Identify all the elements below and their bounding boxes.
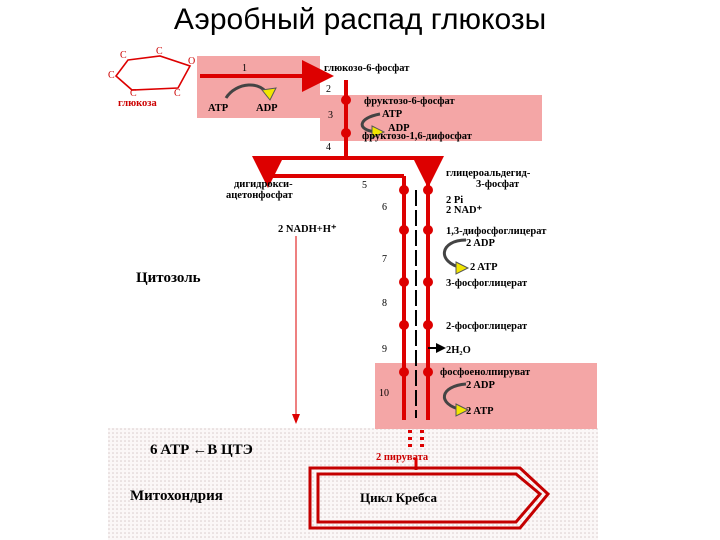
glucose-atom: C — [130, 88, 137, 99]
nadh-arrow-head — [292, 414, 300, 424]
step-number: 7 — [382, 254, 387, 265]
mitochondria-label: Митохондрия — [130, 488, 223, 504]
compound-dhap-line2: ацетонфосфат — [226, 190, 294, 201]
compound-bpg: 1,3-дифосфоглицерат — [446, 226, 547, 237]
krebs-cycle-inner — [316, 472, 543, 524]
step-number: 8 — [382, 298, 387, 309]
step3-highlight-box — [320, 95, 542, 141]
compound-f6p: фруктозо-6-фосфат — [364, 96, 455, 107]
nadh-label: 2 NADH+H⁺ — [278, 224, 337, 235]
glucose-label: глюкоза — [118, 98, 158, 109]
nad-label: 2 NAD⁺ — [446, 205, 483, 216]
compound-f16bp: фруктозо-1,6-дифосфат — [362, 131, 473, 142]
glucose-atom: O — [188, 56, 195, 67]
step10-highlight-box — [375, 363, 597, 429]
pathway-arrows — [200, 60, 444, 420]
pyruvate-entry-arrows — [408, 430, 424, 447]
step10-atp-label: 2 ATP — [466, 406, 494, 417]
atp-yield-label: 6 ATP ←В ЦТЭ — [150, 442, 253, 458]
pi-label: 2 Pi — [446, 195, 463, 206]
compound-3pg: 3-фосфоглицерат — [446, 278, 528, 289]
glucose-atom: C — [120, 50, 127, 61]
compound-pyruvate: 2 пирувата — [376, 452, 429, 463]
glucose-structure-icon: C C O C C C — [108, 46, 195, 99]
cofactor-arrows — [224, 83, 470, 417]
step3-adp-label: ADP — [388, 123, 410, 134]
step7-atp-label: 2 ATP — [470, 262, 498, 273]
water-label: 2H₂O — [446, 345, 471, 356]
compound-g6p: глюкозо-6-фосфат — [324, 63, 410, 74]
slide-title: Аэробный распад глюкозы — [173, 3, 547, 36]
krebs-cycle-label: Цикл Кребса — [360, 490, 437, 505]
krebs-cycle-shape — [308, 466, 551, 530]
step-number: 9 — [382, 344, 387, 355]
compound-gap-line1: глицероальдегид- — [446, 168, 531, 179]
step-number: 4 — [326, 142, 331, 153]
step10-adp-label: 2 ADP — [466, 380, 495, 391]
compound-pep: фосфоенолпируват — [440, 367, 531, 378]
step7-adp-label: 2 ADP — [466, 238, 495, 249]
compound-2pg: 2-фосфоглицерат — [446, 321, 528, 332]
pathway-nodes — [341, 95, 433, 377]
step-number: 1 — [242, 63, 247, 74]
step-number: 6 — [382, 202, 387, 213]
step-number: 2 — [326, 84, 331, 95]
glucose-atom: C — [156, 46, 163, 57]
step1-adp-label: ADP — [256, 103, 278, 114]
step-number: 10 — [379, 388, 389, 399]
step-number: 3 — [328, 110, 333, 121]
compound-gap-line2: 3-фосфат — [476, 179, 520, 190]
compound-dhap-line1: дигидрокси- — [234, 179, 293, 190]
cytosol-label: Цитозоль — [136, 270, 201, 286]
step3-atp-label: ATP — [382, 109, 403, 120]
step-number: 5 — [362, 180, 367, 191]
glucose-atom: C — [174, 88, 181, 99]
step1-atp-label: ATP — [208, 103, 229, 114]
glucose-atom: C — [108, 70, 115, 81]
